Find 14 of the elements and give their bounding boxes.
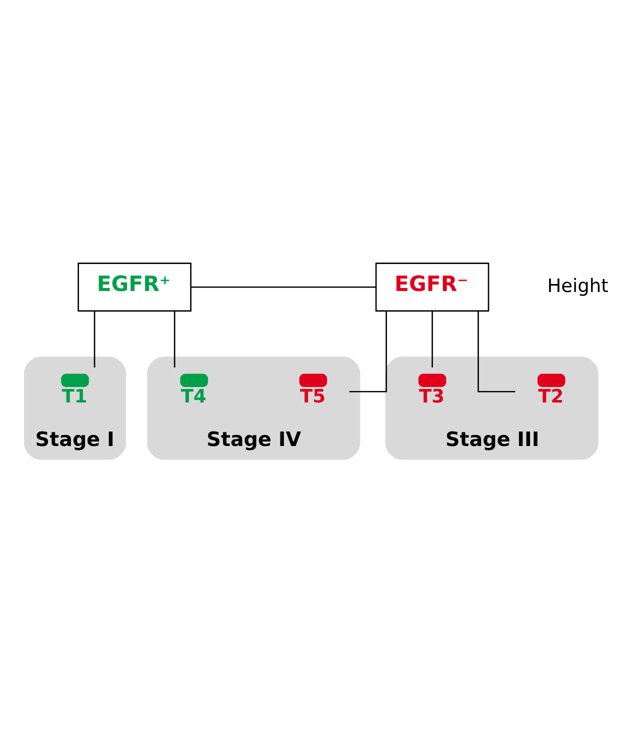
node-box: EGFR⁺ [78,262,192,312]
connector [478,310,516,392]
connector [432,310,433,368]
connector [174,310,176,368]
connector [190,286,376,288]
node-label: T1 [62,386,88,407]
connector [349,310,387,392]
node-label: T5 [300,386,326,407]
connector [94,310,96,368]
label: Height [547,276,608,297]
node-label: T2 [538,386,564,407]
node-label: T3 [419,386,445,407]
node-box: EGFR⁻ [375,262,490,312]
node-label: T4 [180,386,206,407]
